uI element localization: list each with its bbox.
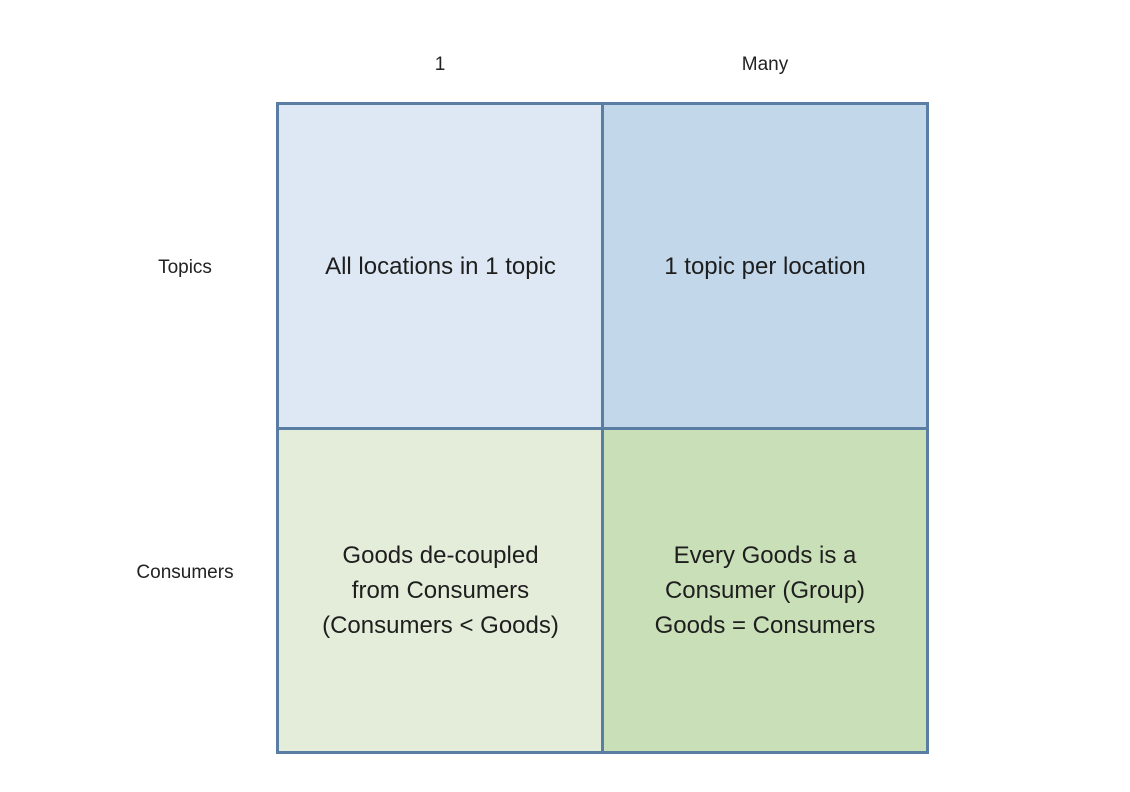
column-header-many: Many [741,54,789,75]
cell-consumers-many: Every Goods is a Consumer (Group) Goods … [601,427,929,754]
cell-consumers-1: Goods de-coupled from Consumers (Consume… [276,427,605,754]
column-header-1: 1 [434,54,446,75]
row-header-topics: Topics [158,257,212,278]
cell-topics-1: All locations in 1 topic [276,102,605,431]
row-header-consumers: Consumers [136,562,234,583]
cell-topics-many: 1 topic per location [601,102,929,431]
